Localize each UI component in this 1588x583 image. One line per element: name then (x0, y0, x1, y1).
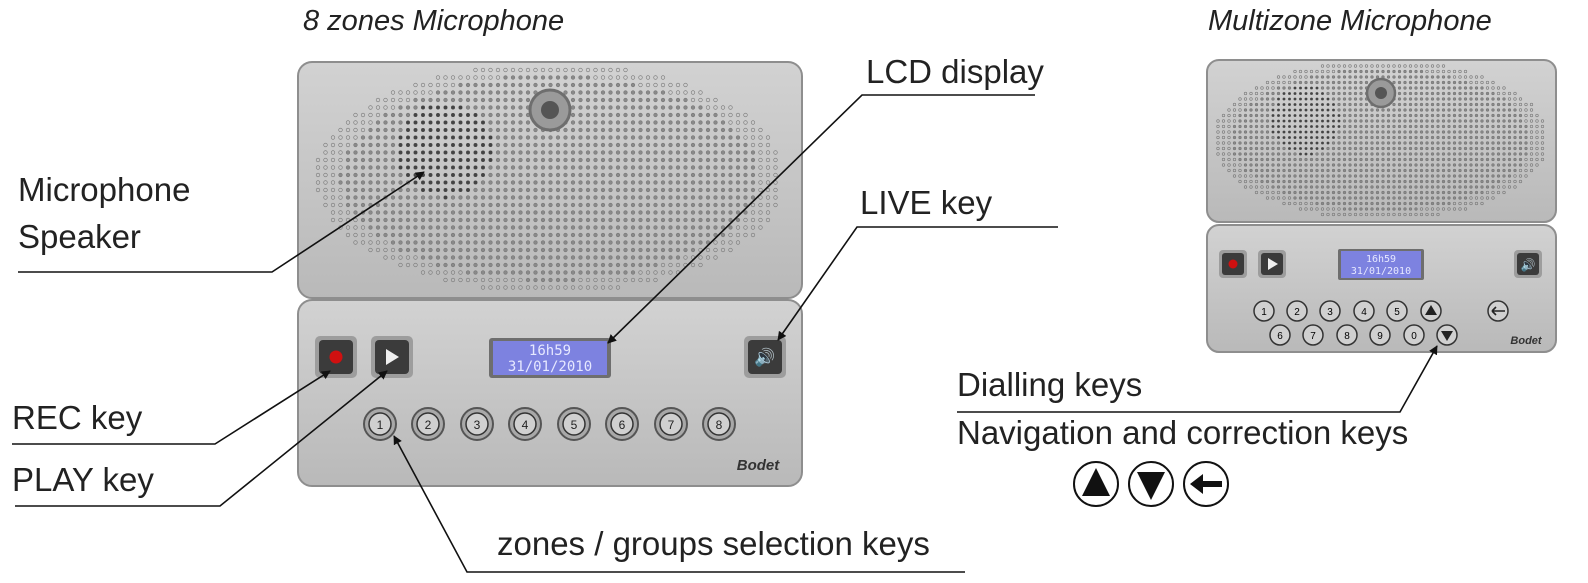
dial-key-8[interactable]: 8 (1336, 324, 1358, 346)
svg-text:6: 6 (619, 418, 626, 432)
label-navigation-keys: Navigation and correction keys (957, 414, 1409, 451)
right-lcd-display: 16h59 31/01/2010 (1338, 249, 1424, 280)
dial-key-3[interactable]: 3 (1319, 300, 1341, 322)
right-play-button[interactable] (1258, 250, 1286, 278)
callout-rec (12, 370, 331, 445)
zone-key-8[interactable]: 8 (702, 407, 736, 441)
svg-text:0: 0 (1411, 331, 1417, 342)
svg-text:1: 1 (377, 418, 384, 432)
right-device-title: Multizone Microphone (1208, 5, 1492, 37)
left-lcd-time: 16h59 (529, 343, 571, 359)
callout-play (15, 370, 388, 507)
svg-text:2: 2 (1294, 307, 1300, 318)
nav-up-key[interactable] (1420, 300, 1442, 322)
up-arrow-icon (1425, 305, 1437, 315)
dial-key-2[interactable]: 2 (1286, 300, 1308, 322)
svg-text:3: 3 (474, 418, 481, 432)
svg-text:8: 8 (1344, 331, 1350, 342)
dial-key-0[interactable]: 0 (1403, 324, 1425, 346)
right-rec-button[interactable] (1219, 250, 1247, 278)
dial-key-7[interactable]: 7 (1302, 324, 1324, 346)
left-speaker-grille (315, 67, 778, 290)
dial-key-4[interactable]: 4 (1353, 300, 1375, 322)
zone-key-3[interactable]: 3 (460, 407, 494, 441)
dial-key-5[interactable]: 5 (1386, 300, 1408, 322)
nav-icon-legend (1073, 461, 1229, 507)
svg-text:7: 7 (668, 418, 675, 432)
zone-key-7[interactable]: 7 (654, 407, 688, 441)
svg-text:3: 3 (1327, 307, 1333, 318)
down-arrow-icon (1128, 461, 1174, 507)
callout-live (777, 226, 1058, 341)
left-lcd-date: 31/01/2010 (508, 359, 592, 375)
right-live-button[interactable]: 🔊 (1514, 250, 1542, 278)
left-lcd-display: 16h59 31/01/2010 (489, 338, 611, 378)
dial-key-9[interactable]: 9 (1369, 324, 1391, 346)
dial-key-1[interactable]: 1 (1253, 300, 1275, 322)
callout-dialling (957, 345, 1438, 413)
svg-text:5: 5 (1394, 307, 1400, 318)
svg-text:4: 4 (522, 418, 529, 432)
label-rec-key: REC key (12, 399, 143, 436)
speaker-icon: 🔊 (754, 347, 775, 368)
label-live-key: LIVE key (860, 184, 993, 221)
left-device: 16h59 31/01/2010 🔊 1 2 3 4 5 6 7 8 Bodet (297, 61, 803, 487)
svg-text:5: 5 (571, 418, 578, 432)
label-lcd-display: LCD display (866, 53, 1044, 90)
svg-text:9: 9 (1377, 331, 1383, 342)
left-rec-button[interactable] (315, 336, 357, 378)
left-brand-logo: Bodet (737, 457, 781, 474)
play-triangle-icon (386, 349, 399, 365)
svg-text:7: 7 (1310, 331, 1316, 342)
label-play-key: PLAY key (12, 461, 154, 498)
label-dialling-keys: Dialling keys (957, 366, 1143, 403)
svg-text:4: 4 (1361, 307, 1367, 318)
left-zone-keys: 1 2 3 4 5 6 7 8 (363, 407, 736, 441)
svg-text:8: 8 (716, 418, 723, 432)
svg-text:16h59: 16h59 (1366, 254, 1396, 265)
label-zones-keys: zones / groups selection keys (497, 525, 930, 562)
dial-key-6[interactable]: 6 (1269, 324, 1291, 346)
rec-dot-icon (329, 350, 343, 364)
svg-text:6: 6 (1277, 331, 1283, 342)
label-microphone: Microphone (18, 171, 191, 208)
up-arrow-icon (1073, 461, 1119, 507)
nav-down-key[interactable] (1436, 324, 1458, 346)
zone-key-4[interactable]: 4 (508, 407, 542, 441)
callout-zones (393, 435, 965, 573)
svg-text:1: 1 (1261, 307, 1267, 318)
callout-lcd (607, 94, 1035, 344)
callout-microphone (18, 171, 425, 273)
zone-key-6[interactable]: 6 (605, 407, 639, 441)
nav-back-key[interactable] (1487, 300, 1509, 322)
left-device-title: 8 zones Microphone (303, 5, 565, 37)
left-play-button[interactable] (371, 336, 413, 378)
down-arrow-icon (1441, 331, 1453, 341)
svg-text:🔊: 🔊 (1521, 257, 1536, 272)
right-speaker-grille (1216, 64, 1545, 217)
label-speaker: Speaker (18, 218, 141, 255)
svg-text:31/01/2010: 31/01/2010 (1351, 266, 1411, 277)
right-brand-logo: Bodet (1510, 335, 1543, 347)
callout-lines (12, 94, 1438, 573)
left-control-panel (297, 299, 803, 487)
svg-text:2: 2 (425, 418, 432, 432)
zone-key-1[interactable]: 1 (363, 407, 397, 441)
zone-key-5[interactable]: 5 (557, 407, 591, 441)
back-arrow-icon (1491, 306, 1505, 316)
right-device: 16h59 31/01/2010 🔊 1 2 3 4 5 6 7 8 9 0 B… (1206, 59, 1557, 353)
zone-key-2[interactable]: 2 (411, 407, 445, 441)
back-arrow-icon (1183, 461, 1229, 507)
left-live-button[interactable]: 🔊 (744, 336, 786, 378)
